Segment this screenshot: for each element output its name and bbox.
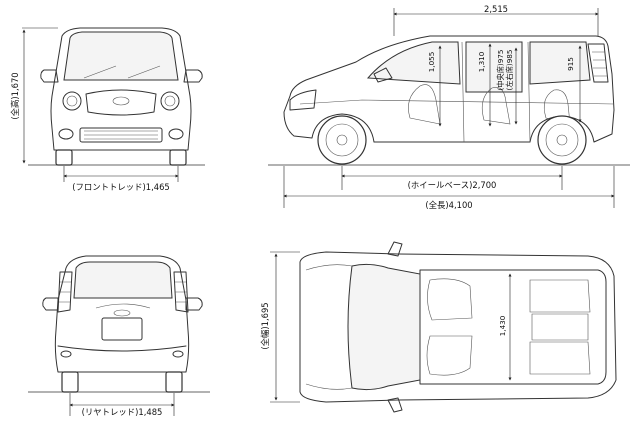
mid-headroom-label: 1,310 — [477, 51, 486, 72]
interior-length-label: 2,515 — [484, 4, 508, 14]
wheelbase-label: (ホイールベース)2,700 — [408, 180, 497, 190]
front-tread-label: (フロントトレッド)1,465 — [72, 182, 170, 192]
front-view: (全高)1,670 (フロントトレッド)1,465 — [10, 27, 205, 192]
front-height-label: (全高)1,670 — [10, 72, 20, 119]
rear-headroom-label: 915 — [566, 57, 575, 71]
front-headroom-label: 1,055 — [427, 52, 436, 73]
side-seat-label: (左右席)985 — [505, 50, 514, 91]
center-seat-label: (中央席)975 — [496, 50, 505, 91]
overall-width-label: (全幅)1,695 — [260, 302, 270, 349]
side-view: 1,055 1,310 (中央席)975 (左右席)985 915 2,515 … — [268, 4, 630, 210]
top-view: 1,430 (全幅)1,695 — [260, 241, 617, 413]
rear-view: (リヤトレッド)1,485 — [28, 255, 210, 417]
rear-tread-label: (リヤトレッド)1,485 — [82, 407, 163, 417]
overall-length-label: (全長)4,100 — [425, 200, 472, 210]
interior-width-label: 1,430 — [498, 315, 507, 336]
